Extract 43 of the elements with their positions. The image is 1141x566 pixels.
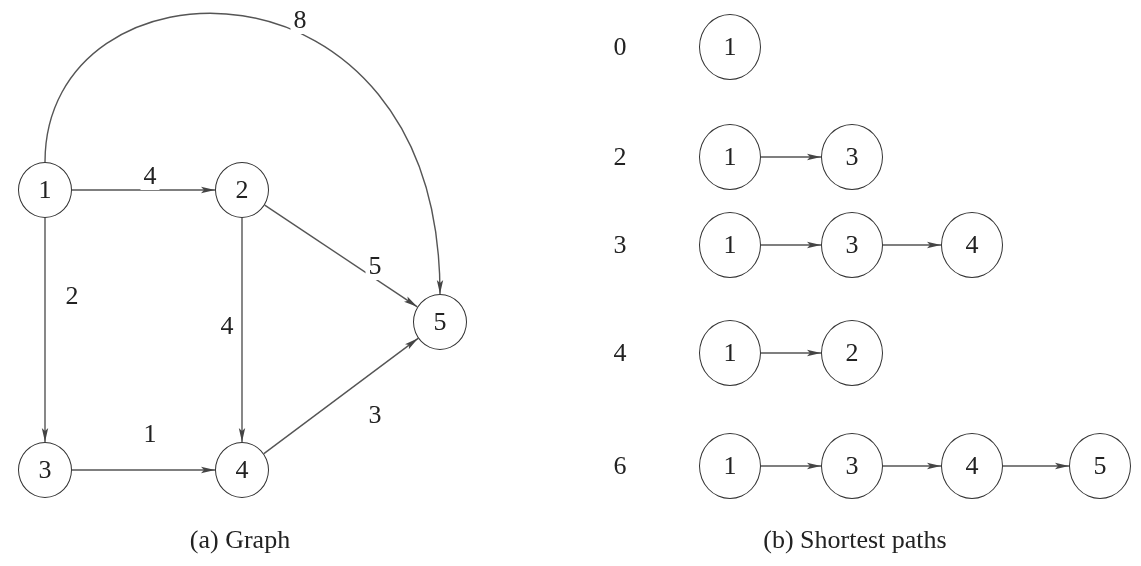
node-label: 2	[845, 340, 859, 366]
distance-label: 3	[613, 232, 627, 258]
node-label: 2	[235, 177, 249, 203]
caption: (b) Shortest paths	[763, 527, 947, 553]
node-label: 3	[845, 232, 859, 258]
arrow	[882, 241, 942, 249]
arrow	[44, 13, 442, 295]
arrow	[1002, 462, 1070, 470]
node-label: 5	[433, 309, 447, 335]
node-label: 1	[38, 177, 52, 203]
arrow	[882, 462, 942, 470]
node-label: 3	[845, 144, 859, 170]
arrow	[760, 349, 822, 357]
distance-label: 4	[613, 340, 627, 366]
node-label: 1	[723, 34, 737, 60]
arrow	[760, 153, 822, 161]
caption: (a) Graph	[189, 527, 291, 553]
node-circle	[18, 162, 72, 218]
node-label: 1	[723, 453, 737, 479]
node-circle	[215, 442, 269, 498]
node-label: 4	[965, 453, 979, 479]
node-label: 1	[723, 340, 737, 366]
node-label: 5	[1093, 453, 1107, 479]
node-circle	[18, 442, 72, 498]
arrow	[71, 466, 216, 474]
arrow	[41, 217, 49, 443]
node-label: 1	[723, 144, 737, 170]
arrow	[760, 462, 822, 470]
node-label: 4	[235, 457, 249, 483]
arrow	[238, 217, 246, 443]
node-circle	[413, 294, 467, 350]
distance-label: 0	[613, 34, 627, 60]
node-circle	[215, 162, 269, 218]
node-label: 4	[965, 232, 979, 258]
node-label: 3	[38, 457, 52, 483]
node-label: 3	[845, 453, 859, 479]
arrow	[263, 337, 419, 455]
distance-label: 6	[613, 453, 627, 479]
arrow	[264, 204, 418, 308]
node-label: 1	[723, 232, 737, 258]
arrow	[71, 186, 216, 194]
distance-label: 2	[613, 144, 627, 170]
arrow	[760, 241, 822, 249]
